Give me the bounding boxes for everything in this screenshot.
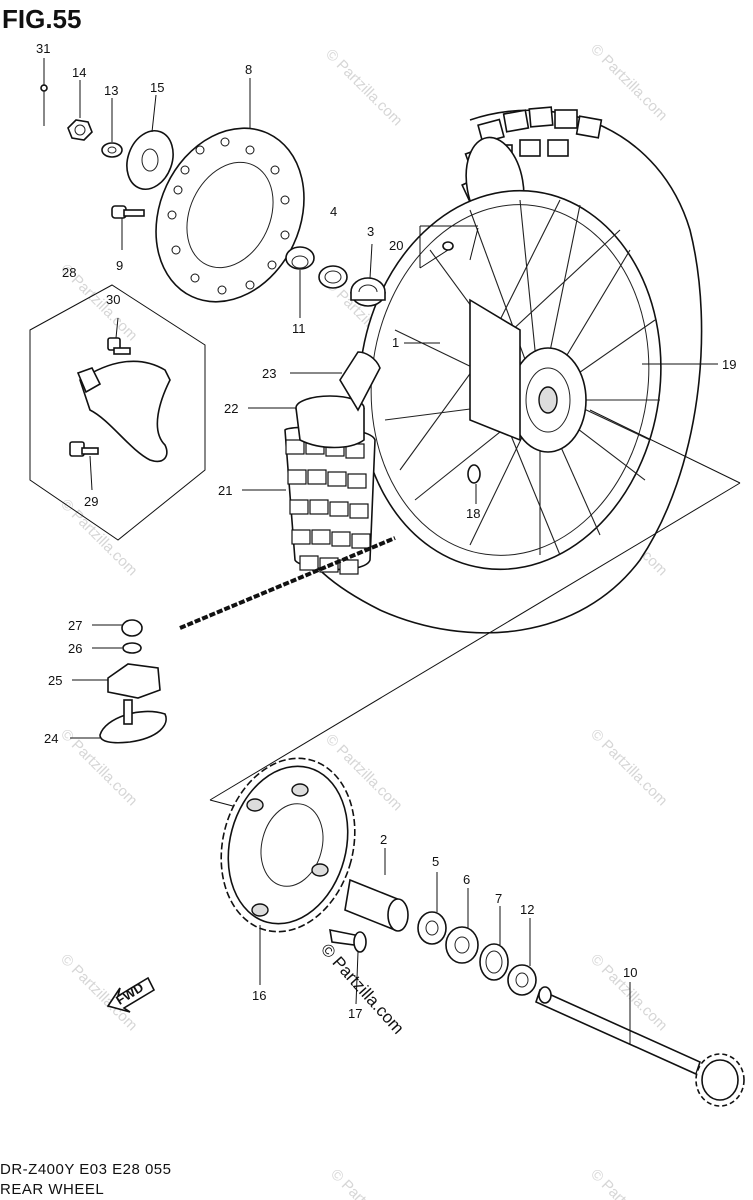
chain-guide-inset bbox=[29, 284, 206, 541]
callout-10: 10 bbox=[623, 965, 637, 980]
callout-26: 26 bbox=[68, 641, 82, 656]
callout-9: 9 bbox=[116, 258, 123, 273]
callout-3: 3 bbox=[367, 224, 374, 239]
callout-18: 18 bbox=[466, 506, 480, 521]
callout-31: 31 bbox=[36, 41, 50, 56]
callout-leaders bbox=[43, 58, 718, 1045]
watermark: © Partzilla.com bbox=[322, 46, 405, 129]
callout-8: 8 bbox=[245, 62, 252, 77]
watermark: © Partzilla.com bbox=[327, 1166, 410, 1200]
watermark-foreground: © Partzilla.com bbox=[317, 940, 408, 1038]
callout-27: 27 bbox=[68, 618, 82, 633]
callout-25: 25 bbox=[48, 673, 62, 688]
callout-2: 2 bbox=[380, 832, 387, 847]
axle-parts bbox=[329, 878, 537, 996]
callout-30: 30 bbox=[106, 292, 120, 307]
watermark: © Partzilla.com bbox=[587, 41, 670, 124]
tube-and-rim-band bbox=[179, 351, 396, 630]
callout-16: 16 bbox=[252, 988, 266, 1003]
forward-direction-arrow: FWD bbox=[106, 976, 156, 1013]
section-name: REAR WHEEL bbox=[0, 1181, 104, 1198]
callout-21: 21 bbox=[218, 483, 232, 498]
watermark: © Partzilla.com bbox=[587, 1166, 670, 1200]
brake-disc bbox=[155, 127, 305, 303]
callout-6: 6 bbox=[463, 872, 470, 887]
watermark: © Partzilla.com bbox=[57, 496, 140, 579]
callout-20: 20 bbox=[389, 238, 403, 253]
rear-axle bbox=[535, 986, 745, 1107]
rear-wheel-illustration bbox=[209, 106, 741, 811]
rim-lock-parts bbox=[99, 619, 167, 744]
callout-17: 17 bbox=[348, 1006, 362, 1021]
model-line: DR-Z400Y E03 E28 055 bbox=[0, 1161, 172, 1178]
callout-11: 11 bbox=[292, 321, 306, 336]
callout-28: 28 bbox=[62, 265, 76, 280]
callout-23: 23 bbox=[262, 366, 276, 381]
callout-13: 13 bbox=[104, 83, 118, 98]
callout-14: 14 bbox=[72, 65, 86, 80]
figure-title: FIG.55 bbox=[2, 4, 81, 34]
callout-22: 22 bbox=[224, 401, 238, 416]
callout-12: 12 bbox=[520, 902, 534, 917]
callout-19: 19 bbox=[722, 357, 736, 372]
callout-1: 1 bbox=[392, 335, 399, 350]
callout-5: 5 bbox=[432, 854, 439, 869]
callout-29: 29 bbox=[84, 494, 98, 509]
callout-7: 7 bbox=[495, 891, 502, 906]
callout-4: 4 bbox=[330, 204, 337, 219]
callout-24: 24 bbox=[44, 731, 58, 746]
callout-labels: 31 14 13 15 8 9 4 3 11 1 20 19 18 23 22 … bbox=[36, 41, 736, 1021]
rear-sprocket bbox=[220, 757, 356, 933]
hardware-small-parts bbox=[40, 84, 386, 307]
watermark: © Partzilla.com bbox=[587, 726, 670, 809]
callout-15: 15 bbox=[150, 80, 164, 95]
